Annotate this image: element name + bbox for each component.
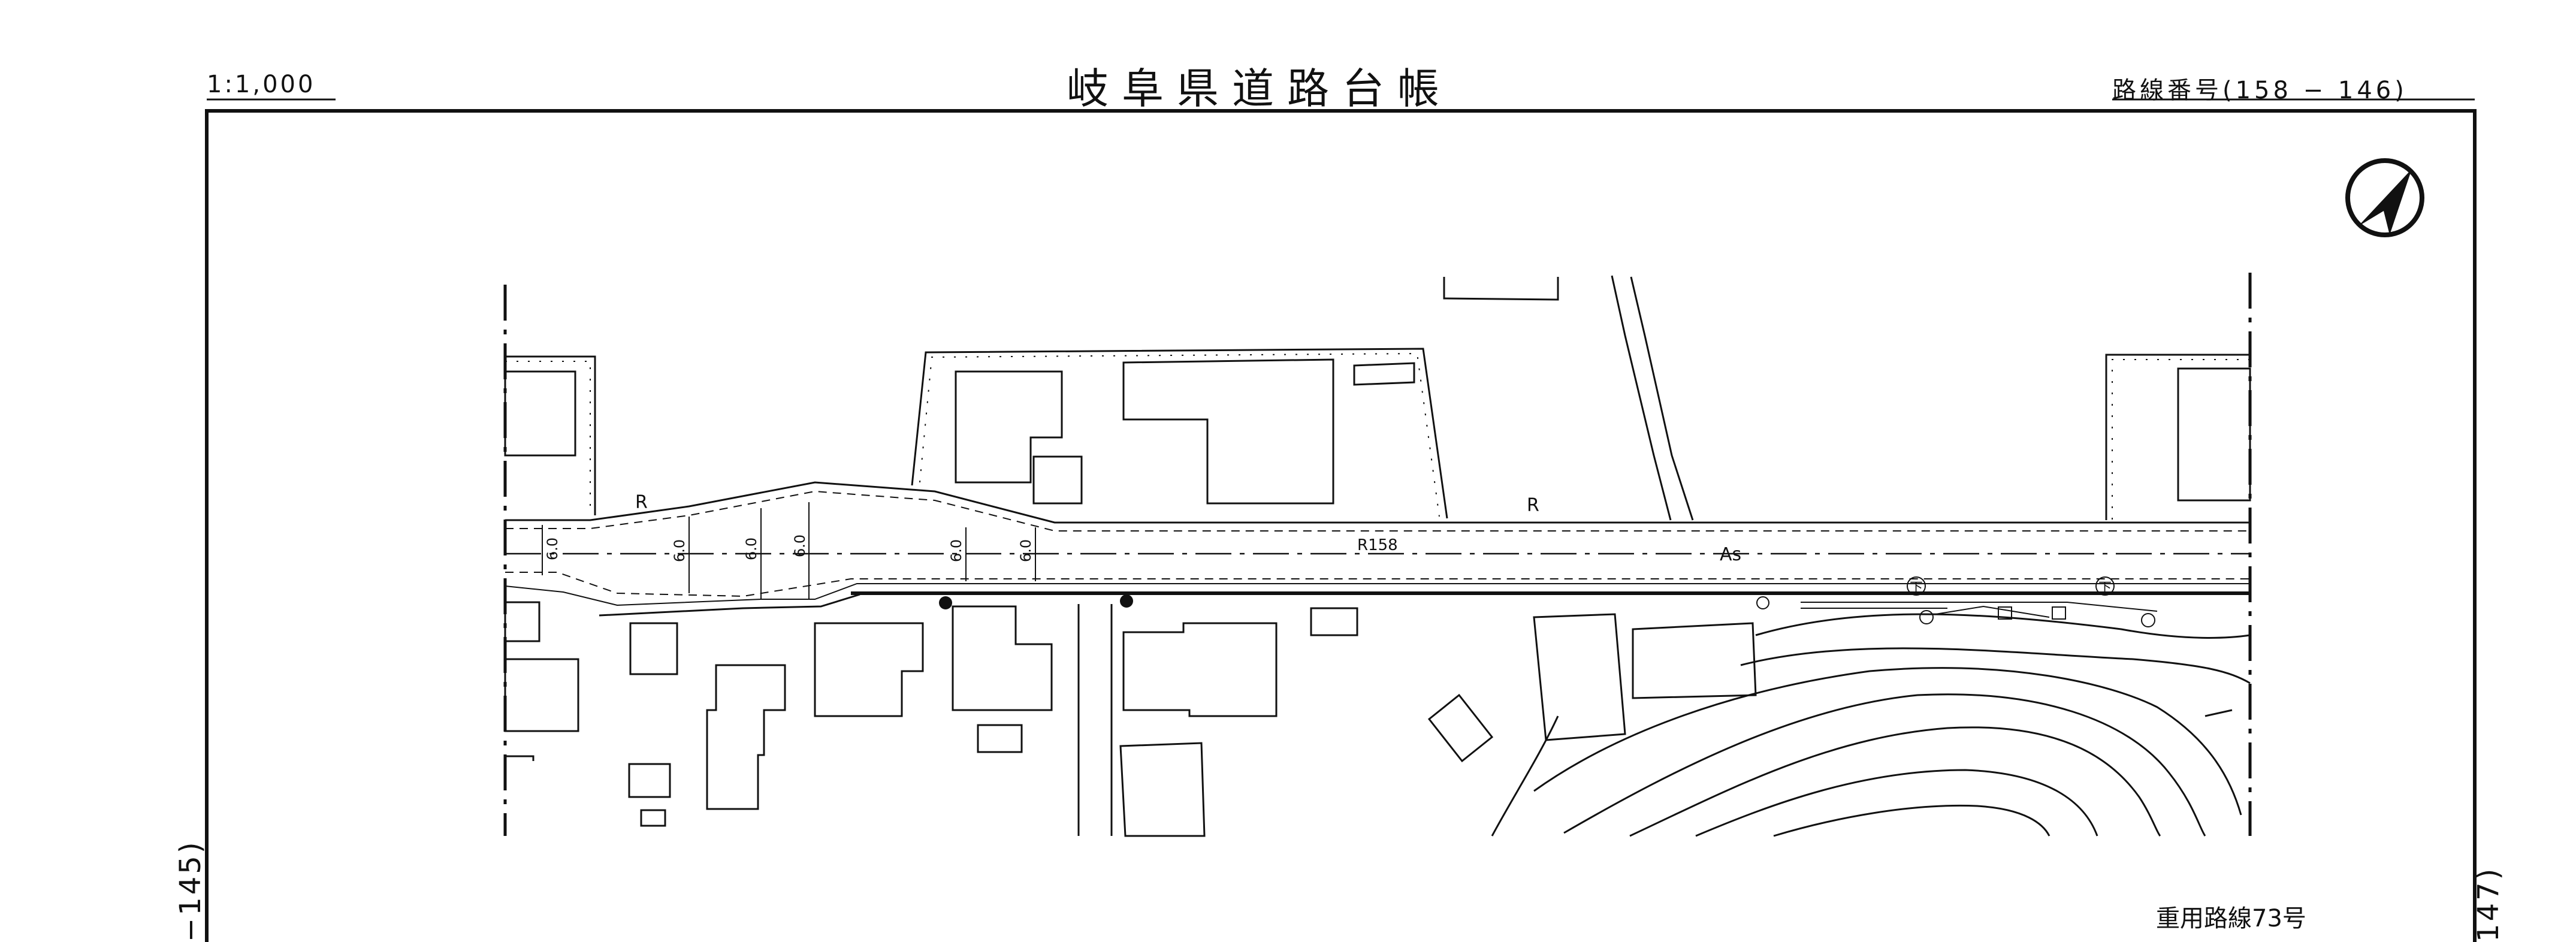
road-name-label: R158: [1357, 536, 1398, 554]
north-arrow-icon: [2345, 158, 2424, 237]
route-number: 路線番号(158 − 146): [2112, 77, 2408, 104]
road-edge-north: [505, 481, 2250, 524]
width-label: 6.0: [671, 539, 688, 562]
manhole-symbol: 下: [1910, 581, 1923, 596]
width-label: 6.0: [743, 538, 760, 560]
adjacent-sheet-right: 147): [2472, 866, 2505, 942]
surface-label: As: [1720, 544, 1741, 565]
retaining-wall-label: R: [1527, 495, 1539, 516]
width-label: 6.0: [792, 535, 808, 557]
width-label: 6.0: [1017, 539, 1034, 562]
map-scale: 1:1,000: [207, 71, 316, 98]
overlap-route-label: 重用路線73号: [2156, 905, 2306, 932]
adjacent-sheet-left: −145): [174, 840, 207, 942]
manhole-icon: [1907, 576, 1926, 596]
manhole-icon: [2095, 576, 2115, 596]
map-frame: [205, 109, 2477, 942]
manhole-symbol: 下: [2098, 581, 2112, 596]
width-label: 6.0: [544, 538, 561, 560]
width-label: 6.0: [948, 539, 965, 562]
retaining-wall-label: R: [635, 492, 648, 513]
page-title: 岐阜県道路台帳: [1067, 64, 1452, 113]
